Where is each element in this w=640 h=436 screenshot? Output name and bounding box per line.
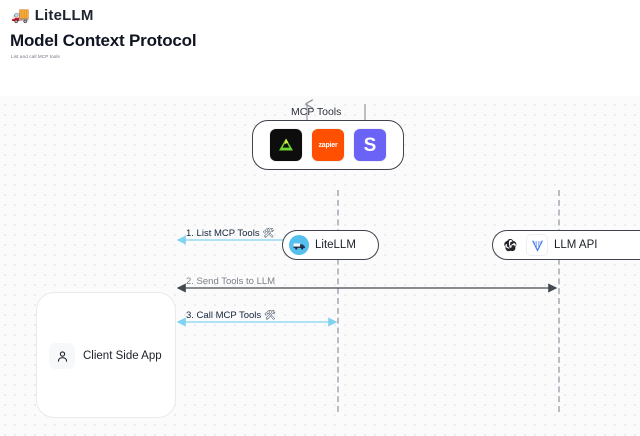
- andela-tool-icon[interactable]: [270, 129, 302, 161]
- app-header: 🚚 LiteLLM Model Context Protocol List an…: [0, 0, 640, 70]
- letter-s-icon: S: [363, 134, 377, 156]
- vertex-ai-icon: [526, 234, 548, 256]
- openai-icon: [500, 235, 520, 255]
- node-llm-api-label: LLM API: [554, 239, 598, 251]
- slack-tool-icon[interactable]: S: [354, 129, 386, 161]
- node-litellm[interactable]: LiteLLM: [282, 230, 379, 260]
- zapier-tool-icon[interactable]: zapier: [312, 129, 344, 161]
- canvas-top-fade: [0, 70, 640, 96]
- brand-logo[interactable]: 🚚 LiteLLM: [11, 7, 94, 24]
- node-client-side-app-label: Client Side App: [83, 350, 162, 362]
- client-side-app-inner: Client Side App: [49, 343, 162, 369]
- mcp-tools-box[interactable]: zapier S: [252, 120, 404, 170]
- mcp-tools-title: MCP Tools: [291, 106, 342, 118]
- green-triangle-icon: [279, 138, 293, 151]
- message-2-label: 2. Send Tools to LLM: [186, 276, 276, 287]
- truck-icon: 🚚: [11, 7, 30, 24]
- message-1-label: 1. List MCP Tools 🛠: [186, 228, 275, 239]
- node-litellm-label: LiteLLM: [315, 239, 356, 251]
- litellm-truck-avatar: [289, 235, 309, 255]
- vertex-ai-glyph: [531, 239, 543, 252]
- lifeline-llmapi: [558, 190, 560, 412]
- openai-glyph: [503, 238, 516, 251]
- page-subtitle: List and call MCP tools: [11, 54, 60, 59]
- zapier-wordmark: zapier: [318, 141, 338, 149]
- node-client-side-app[interactable]: Client Side App: [36, 292, 176, 418]
- diagram-canvas[interactable]: 1. List MCP Tools 🛠 2. Send Tools to LLM…: [0, 70, 640, 436]
- user-glyph: [57, 350, 67, 362]
- message-3-label: 3. Call MCP Tools 🛠: [186, 310, 276, 321]
- lifeline-litellm: [337, 190, 339, 412]
- node-llm-api[interactable]: LLM API: [492, 230, 640, 260]
- truck-icon: [293, 242, 305, 250]
- page-title: Model Context Protocol: [10, 31, 197, 50]
- user-icon: [49, 343, 75, 369]
- brand-name: LiteLLM: [34, 7, 94, 24]
